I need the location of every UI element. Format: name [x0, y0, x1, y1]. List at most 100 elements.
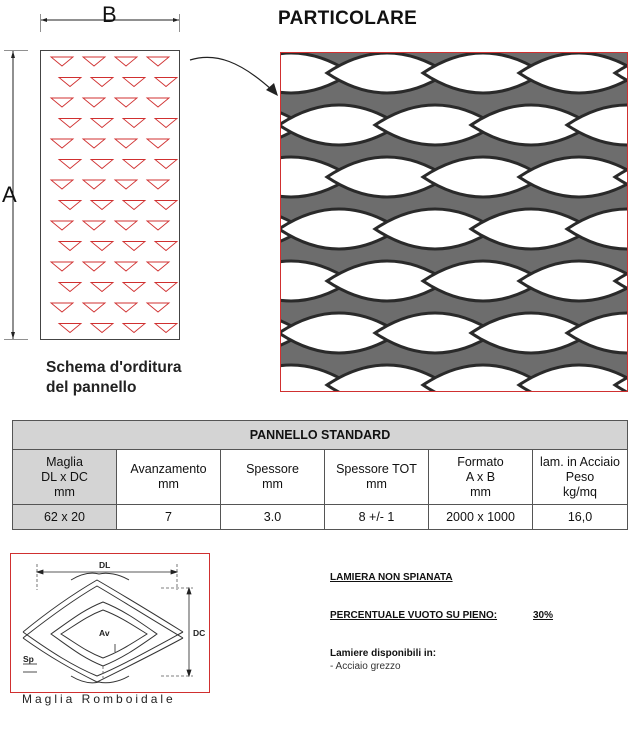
cell-spessore-tot: 8 +/- 1	[324, 504, 429, 530]
panel-triangle	[89, 159, 115, 170]
panel-triangle	[57, 200, 83, 211]
mesh-hole	[516, 155, 627, 199]
panel-triangle	[121, 282, 147, 293]
panel-triangle	[153, 159, 179, 170]
panel-triangle	[49, 302, 75, 313]
panel-triangle	[81, 261, 107, 272]
header-peso: lam. in Acciaio Peso kg/mq	[532, 449, 628, 505]
header-line: Spessore	[246, 462, 299, 476]
mesh-hole	[612, 64, 627, 82]
dimension-b-label: B	[102, 2, 117, 27]
rhomboid-mesh-diagram: DL DC Av Sp	[22, 560, 205, 684]
schema-caption: Schema d'orditura del pannello	[46, 358, 181, 398]
panel-triangle	[121, 323, 147, 334]
panel-triangle	[49, 138, 75, 149]
cell-formato: 2000 x 1000	[428, 504, 533, 530]
header-line: Avanzamento	[130, 462, 207, 476]
panel-triangle	[145, 261, 171, 272]
panel-triangle	[145, 97, 171, 108]
panel-triangle	[113, 138, 139, 149]
header-line: mm	[470, 484, 491, 499]
panel-triangle	[49, 179, 75, 190]
panel-triangle-pattern	[49, 56, 179, 334]
mesh-hole	[516, 363, 627, 391]
mesh-hole	[564, 311, 627, 355]
mesh-diagram-box: DL DC Av Sp	[10, 553, 210, 693]
header-line: Maglia	[46, 454, 83, 469]
panel-triangle	[49, 220, 75, 231]
cell-avanzamento: 7	[116, 504, 221, 530]
panel-triangle	[81, 302, 107, 313]
dimension-a-label: A	[2, 182, 17, 207]
mesh-hole	[516, 53, 627, 95]
header-line: mm	[262, 477, 283, 491]
label-av: Av	[99, 628, 110, 638]
header-line: mm	[54, 484, 75, 499]
table-title: PANNELLO STANDARD	[12, 420, 628, 450]
mesh-hole	[516, 259, 627, 303]
dimension-a-line	[4, 50, 28, 340]
header-line: Spessore TOT	[336, 462, 417, 476]
schema-caption-line2: del pannello	[46, 379, 137, 396]
cell-spessore: 3.0	[220, 504, 325, 530]
header-maglia: Maglia DL x DC mm	[12, 449, 117, 505]
mesh-hole	[612, 376, 627, 391]
mesh-caption: Maglia Romboidale	[22, 692, 176, 706]
panel-triangle	[121, 118, 147, 129]
panel-triangle	[145, 302, 171, 313]
table-header-row: Maglia DL x DC mm Avanzamento mm Spessor…	[12, 449, 628, 505]
panel-triangle	[113, 56, 139, 67]
detail-arrow-icon	[189, 56, 278, 96]
panel-triangle	[113, 179, 139, 190]
cell-maglia: 62 x 20	[12, 504, 117, 530]
header-spessore-tot: Spessore TOT mm	[324, 449, 429, 505]
mesh-detail-photo	[280, 52, 628, 392]
header-spessore: Spessore mm	[220, 449, 325, 505]
header-line: Formato	[457, 454, 504, 469]
panel-triangle	[121, 241, 147, 252]
panel-triangle	[145, 56, 171, 67]
panel-triangle	[81, 56, 107, 67]
panel-triangle	[113, 97, 139, 108]
panel-schema	[40, 50, 180, 340]
panel-triangle	[49, 97, 75, 108]
panel-triangle	[57, 118, 83, 129]
panel-triangle	[153, 77, 179, 88]
panel-triangle	[49, 56, 75, 67]
panel-triangle	[153, 282, 179, 293]
header-line: A x B	[465, 469, 496, 484]
dimension-b-line	[40, 14, 180, 32]
header-line: kg/mq	[562, 484, 598, 499]
panel-triangle	[57, 241, 83, 252]
panel-triangle	[113, 220, 139, 231]
label-sp: Sp	[23, 654, 34, 664]
panel-triangle	[57, 159, 83, 170]
panel-triangle	[89, 241, 115, 252]
expanded-metal-illustration	[281, 53, 627, 391]
mesh-hole	[564, 103, 627, 147]
label-dl: DL	[99, 560, 110, 570]
panel-triangle	[57, 77, 83, 88]
detail-title: PARTICOLARE	[278, 8, 418, 29]
panel-triangle	[57, 323, 83, 334]
panel-triangle	[81, 97, 107, 108]
header-line: mm	[158, 477, 179, 491]
panel-triangle	[121, 77, 147, 88]
cell-peso: 16,0	[532, 504, 628, 530]
panel-triangle	[153, 323, 179, 334]
panel-triangle	[145, 179, 171, 190]
header-line: mm	[366, 477, 387, 491]
panel-triangle	[113, 261, 139, 272]
panel-triangle	[153, 200, 179, 211]
panel-triangle	[145, 138, 171, 149]
panel-triangle	[89, 323, 115, 334]
mesh-hole	[564, 207, 627, 251]
mesh-hole	[612, 272, 627, 290]
label-dc: DC	[193, 628, 205, 638]
panel-triangle	[89, 200, 115, 211]
table-row: 62 x 20 7 3.0 8 +/- 1 2000 x 1000 16,0	[12, 504, 628, 530]
panel-triangle	[121, 200, 147, 211]
panel-triangle	[113, 302, 139, 313]
note-percent-value: 30%	[533, 610, 554, 621]
panel-triangle	[81, 179, 107, 190]
